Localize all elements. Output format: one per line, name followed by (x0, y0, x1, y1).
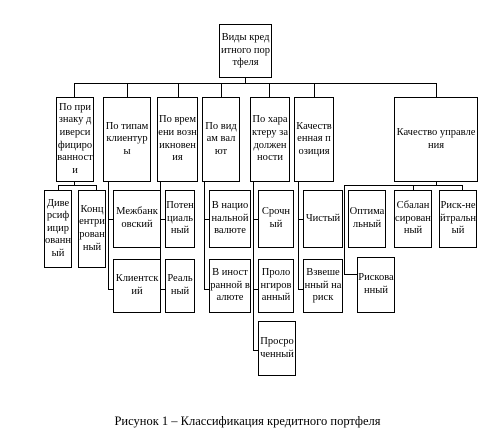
item-optimal: Оптимальный (348, 190, 386, 248)
connector (298, 219, 304, 220)
connector (74, 181, 75, 186)
connector (298, 289, 304, 290)
connector (436, 83, 437, 97)
connector (344, 274, 358, 275)
item-real: Реальный (165, 259, 195, 313)
figure-caption: Рисунок 1 – Классификация кредитного пор… (114, 414, 381, 428)
item-client: Клиентский (113, 259, 161, 313)
connector (344, 185, 462, 186)
item-foreign-currency: В иностранной валюте (209, 259, 251, 313)
category-quality-position: Качественная позиция (294, 97, 334, 182)
item-risk-weighted: Взвешенный на риск (303, 259, 343, 313)
category-client-type: По типам клиентуры (103, 97, 151, 182)
connector (108, 219, 114, 220)
connector (298, 181, 299, 290)
connector (253, 289, 259, 290)
connector (108, 289, 114, 290)
item-national-currency: В национальной валюте (209, 190, 251, 248)
connector (269, 83, 270, 97)
root-node: Виды кредитного портфеля (219, 24, 272, 78)
item-potential: Потенциальный (165, 190, 195, 248)
connector (204, 181, 205, 290)
connector (74, 83, 436, 84)
item-interbank: Межбанковский (113, 190, 161, 248)
item-overdue: Просроченный (258, 321, 296, 376)
connector (253, 181, 254, 351)
item-term: Срочный (258, 190, 294, 248)
connector (344, 185, 345, 275)
connector (314, 83, 315, 97)
item-balanced: Сбалансированный (394, 190, 432, 248)
connector (204, 219, 210, 220)
item-risk-neutral: Риск-нейтральный (439, 190, 477, 248)
connector (462, 185, 463, 190)
item-risky: Рискованный (357, 257, 395, 313)
connector (253, 350, 259, 351)
category-currency: По видам валют (202, 97, 240, 182)
category-origin-time: По времени возникновения (157, 97, 198, 182)
item-concentrated: Концентрированный (78, 190, 106, 268)
category-management-quality: Качество управления (394, 97, 478, 182)
item-diversified: Диверсифицированный (44, 190, 72, 268)
connector (436, 181, 437, 186)
connector (160, 219, 166, 220)
item-prolonged: Пролонгированный (258, 259, 294, 313)
connector (58, 185, 59, 191)
connector (245, 77, 246, 84)
connector (108, 181, 109, 290)
category-diversification: По признаку диверсифицированности (56, 97, 94, 182)
connector (253, 219, 259, 220)
item-net: Чистый (303, 190, 343, 248)
connector (413, 185, 414, 190)
connector (96, 185, 97, 191)
connector (204, 289, 210, 290)
connector (221, 83, 222, 97)
connector (178, 83, 179, 97)
connector (58, 185, 96, 186)
category-debt-nature: По характеру задолженности (250, 97, 290, 182)
connector (127, 83, 128, 97)
connector (160, 289, 166, 290)
connector (74, 83, 75, 97)
